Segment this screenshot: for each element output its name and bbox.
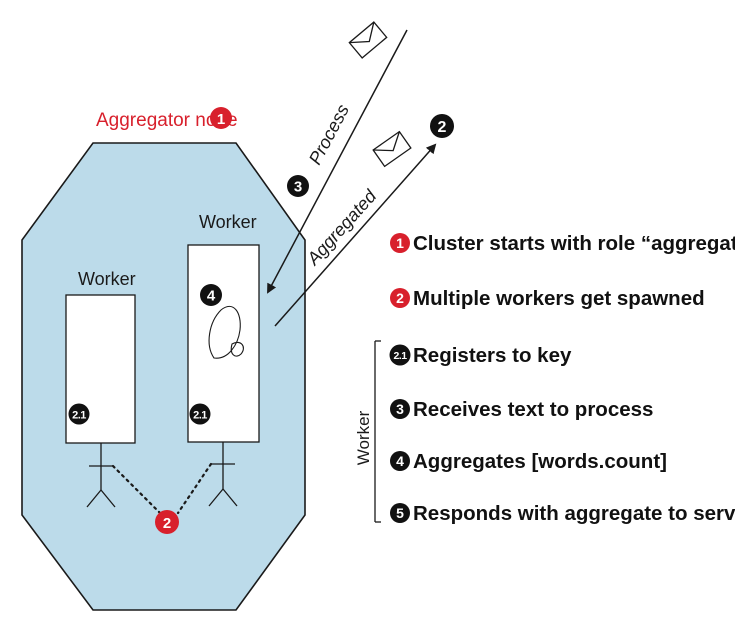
legend-badge-3 — [390, 399, 410, 419]
legend-badge-2-1 — [389, 344, 411, 366]
aggregated-label: Aggregated — [302, 185, 380, 269]
legend-badge-2-1-label: 2.1 — [393, 350, 407, 362]
legend-badge-4-label: 4 — [396, 453, 404, 469]
worker-2-figure — [208, 442, 238, 507]
spawn-badge-2 — [155, 510, 179, 534]
legend-badge-1 — [390, 233, 410, 253]
legend-item-2: Multiple workers get spawned — [413, 287, 705, 310]
worker-2-badge-label: 2.1 — [193, 410, 207, 422]
process-badge-3 — [287, 175, 309, 197]
legend-badge-2 — [390, 288, 410, 308]
spawn-badge-2-label: 2 — [163, 515, 171, 532]
process-label: Process — [305, 101, 353, 168]
legend-badge-5 — [390, 503, 410, 523]
legend-item-6: Responds with aggregate to service — [413, 502, 735, 525]
legend-badge-3-label: 3 — [396, 401, 404, 417]
worker-2-title: Worker — [199, 212, 257, 232]
aggregate-doodle-icon — [208, 305, 244, 359]
legend-item-4: Receives text to process — [413, 398, 653, 421]
worker-bracket-label: Worker — [354, 410, 373, 465]
legend-item-5: Aggregates [words.count] — [413, 450, 667, 473]
worker-2-badge — [189, 403, 211, 425]
aggregator-node-title: Aggregator node — [96, 110, 238, 131]
worker-1-figure — [86, 443, 116, 508]
legend-item-3: Registers to key — [413, 344, 572, 367]
legend-item-1: Cluster starts with role “aggregator” — [413, 232, 735, 255]
aggregated-envelope-icon — [372, 130, 412, 168]
worker-1-badge-label: 2.1 — [72, 410, 86, 422]
legend-badge-4 — [390, 451, 410, 471]
spawn-dotted-lines — [111, 462, 213, 515]
legend-badge-2-label: 2 — [396, 290, 404, 306]
aggregated-arrow — [274, 143, 437, 327]
worker-2-inner-badge-label: 4 — [207, 288, 216, 305]
worker-1-badge — [68, 403, 90, 425]
node-badge-1 — [210, 107, 232, 129]
legend: 1 Cluster starts with role “aggregator” … — [354, 232, 735, 525]
process-envelope-icon — [348, 21, 388, 59]
worker-1-title: Worker — [78, 269, 136, 289]
worker-bracket — [374, 340, 381, 523]
aggregator-node-shape — [21, 142, 306, 611]
process-arrow — [267, 29, 408, 294]
legend-badge-5-label: 5 — [396, 505, 404, 521]
aggregated-badge-2 — [430, 114, 454, 138]
worker-2-inner-badge — [200, 284, 222, 306]
process-badge-3-label: 3 — [294, 179, 302, 196]
aggregated-badge-2-label: 2 — [438, 119, 447, 136]
legend-badge-1-label: 1 — [396, 235, 404, 251]
node-badge-1-label: 1 — [217, 111, 225, 128]
